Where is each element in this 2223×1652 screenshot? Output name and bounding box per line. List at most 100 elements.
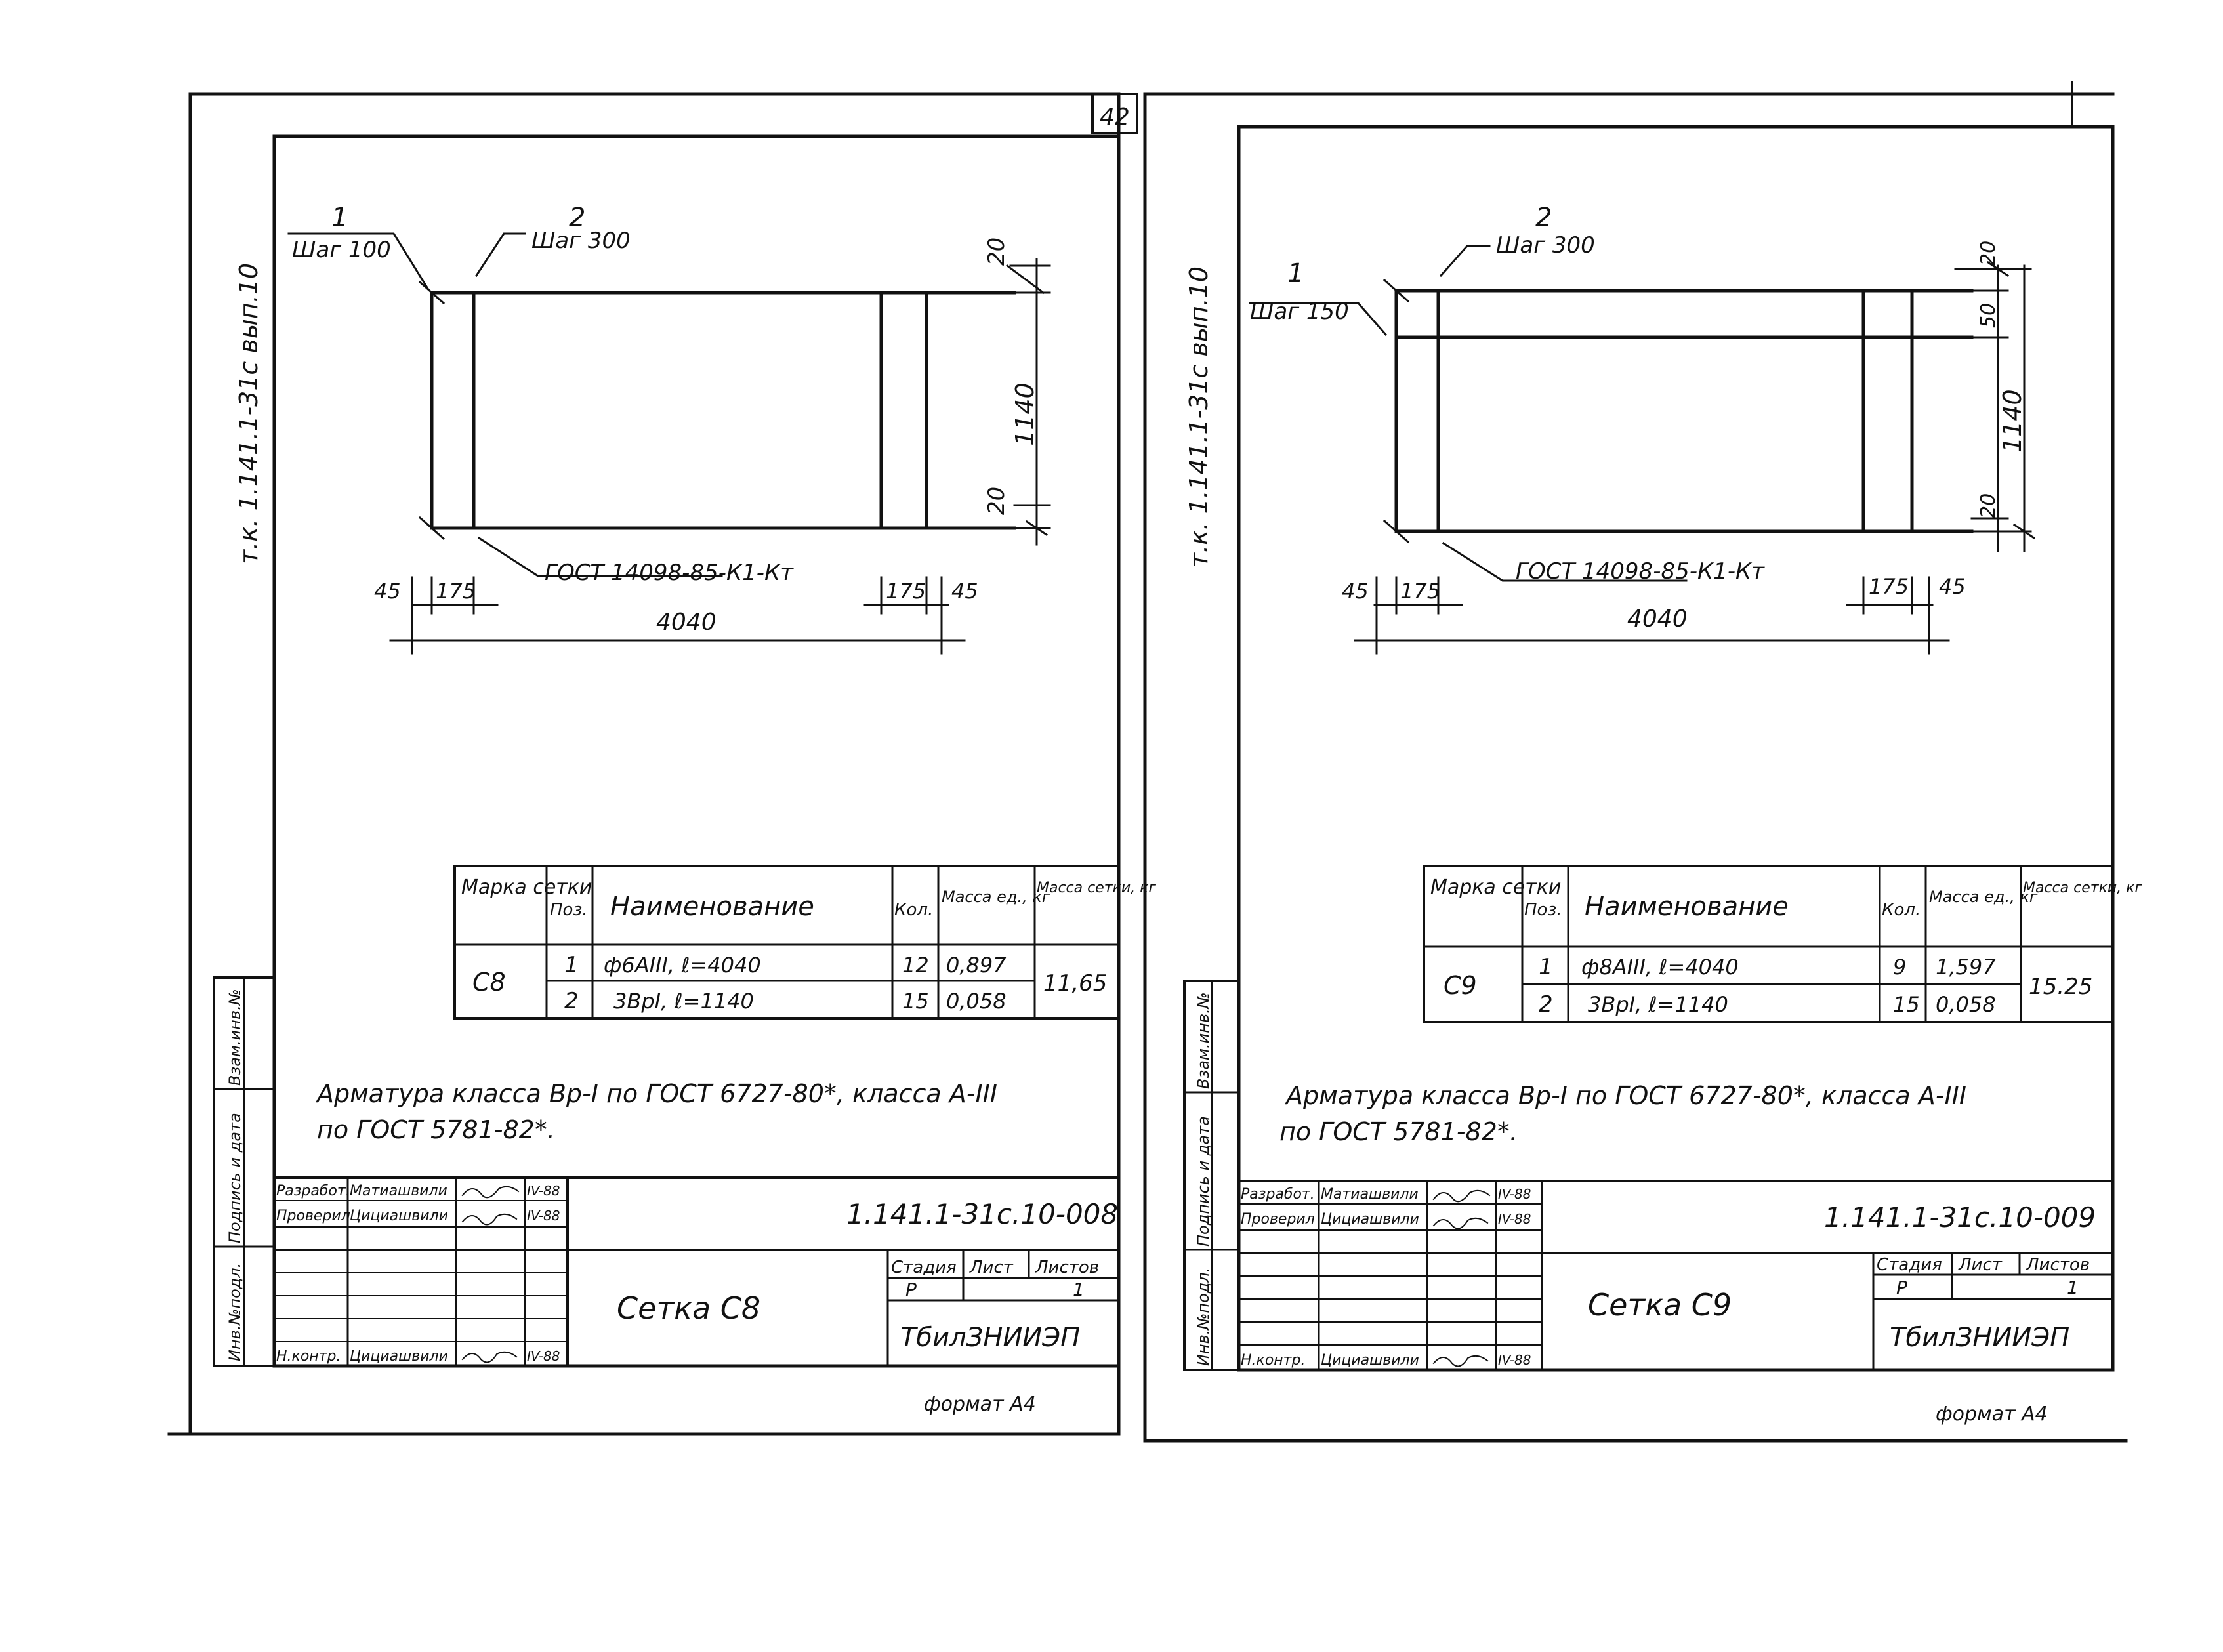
mesh-drawing-c9: [1249, 245, 2036, 655]
title-block: [1237, 1180, 2114, 1371]
dim-height: 1140: [1010, 382, 1039, 446]
callout-1-step: Шаг 100: [292, 237, 391, 263]
role-1: Разработ.: [276, 1183, 350, 1199]
sheets-count: 1: [1073, 1279, 1085, 1300]
cell-pos-1: 1: [564, 952, 579, 978]
th-mark: Марка сетки: [461, 876, 592, 899]
date-1: IV-88: [527, 1183, 560, 1199]
note-line-1: Арматура класса Вр-I по ГОСТ 6727-80*, к…: [1284, 1081, 1966, 1110]
callout-2-number: 2: [1535, 203, 1552, 233]
format-label: формат А4: [924, 1393, 1036, 1416]
sheets-count: 1: [2067, 1277, 2079, 1298]
cell-total-mass: 11,65: [1043, 970, 1107, 997]
callout-1-number: 1: [1287, 258, 1304, 289]
role-3: Н.контр.: [276, 1348, 341, 1365]
outer-frame: [167, 92, 1121, 1436]
side-stamp: [213, 976, 276, 1367]
dim-left-step: 175: [1400, 579, 1440, 604]
cell-qty-1: 9: [1893, 955, 1906, 980]
th-name: Наименование: [1585, 892, 1789, 922]
callout-1-leader: [287, 232, 430, 291]
name-1: Матиашвили: [350, 1183, 447, 1199]
note-line-2: по ГОСТ 5781-82*.: [317, 1115, 555, 1144]
th-mark: Марка сетки: [1430, 876, 1561, 899]
doc-code: 1.141.1-31с.10-009: [1824, 1201, 2096, 1233]
cell-unit-mass-1: 0,897: [946, 953, 1007, 978]
callout-2-step: Шаг 300: [531, 228, 631, 254]
cell-name-2: 3ВрI, ℓ=1140: [613, 989, 754, 1014]
name-3: Цициашвили: [1321, 1352, 1419, 1369]
dim-top-right: 20: [1977, 241, 2000, 266]
mesh-drawing-c8: [287, 232, 1051, 655]
page-number-box: [1091, 93, 1138, 134]
cell-qty-1: 12: [902, 953, 929, 978]
cell-pos-2: 2: [564, 988, 579, 1014]
th-unit-mass: Масса ед., кг: [942, 888, 1050, 906]
cell-name-1: ф8АIII, ℓ=4040: [1581, 955, 1739, 980]
sheet-header: Лист: [969, 1258, 1014, 1277]
th-name: Наименование: [610, 892, 814, 922]
role-2: Проверил: [1241, 1211, 1315, 1228]
note-line-1: Арматура класса Вр-I по ГОСТ 6727-80*, к…: [315, 1079, 997, 1108]
stage-header: Стадия: [891, 1258, 957, 1277]
stage-header: Стадия: [1877, 1255, 1942, 1275]
role-1: Разработ.: [1241, 1186, 1315, 1203]
gost-leader: [477, 536, 723, 577]
dim-length: 4040: [1627, 606, 1688, 632]
series-label: т.к. 1.141.1-31с вып.10: [1184, 266, 1213, 568]
date-2: IV-88: [527, 1208, 560, 1224]
side-label-inv: Инв.№подл.: [226, 1263, 244, 1361]
th-qty: Кол.: [1882, 900, 1921, 920]
dim-left-step: 175: [436, 579, 476, 604]
date-3: IV-88: [1498, 1352, 1531, 1368]
dim-bottom-right: 20: [984, 487, 1010, 515]
date-2: IV-88: [1498, 1211, 1531, 1227]
spec-table: [1423, 865, 2114, 1023]
page-number: 42: [1100, 104, 1130, 131]
cell-mark: С9: [1444, 971, 1477, 1000]
name-1: Матиашвили: [1321, 1186, 1419, 1203]
callout-1-number: 1: [331, 203, 348, 233]
side-label-sign: Подпись и дата: [1194, 1116, 1213, 1247]
organization: ТбилЗНИИЭП: [900, 1323, 1080, 1353]
dim-right-step: 175: [1869, 574, 1909, 599]
th-pos: Поз.: [1524, 900, 1562, 920]
dim-left-edge: 45: [374, 579, 401, 604]
stage-value: Р: [1896, 1277, 1907, 1298]
callout-1-leader: [1249, 302, 1388, 337]
dim-right-step: 175: [886, 579, 926, 604]
note-line-2: по ГОСТ 5781-82*.: [1279, 1117, 1518, 1146]
name-2: Цициашвили: [350, 1208, 448, 1224]
gost-leader: [1442, 541, 1688, 582]
date-3: IV-88: [527, 1348, 560, 1364]
cell-total-mass: 15.25: [2029, 974, 2092, 1000]
sheet-title: Сетка С9: [1588, 1287, 1732, 1323]
dim-top-right: 20: [984, 237, 1010, 266]
side-label-inv: Инв.№подл.: [1194, 1268, 1213, 1366]
role-2: Проверил: [276, 1208, 350, 1224]
inner-frame: [1237, 125, 2115, 1372]
th-total-mass: Масса сетки, кг: [2023, 880, 2142, 896]
th-unit-mass: Масса ед., кг: [1929, 888, 2038, 906]
cell-qty-2: 15: [902, 989, 929, 1014]
title-block: [273, 1176, 1120, 1367]
cell-pos-1: 1: [1539, 954, 1553, 980]
side-label-replace: Взам.инв.№: [226, 989, 244, 1086]
sheets-header: Листов: [1035, 1258, 1099, 1277]
side-stamp: [1183, 980, 1240, 1371]
dim-length: 4040: [656, 609, 717, 636]
gost-label: ГОСТ 14098-85-К1-Кт: [545, 560, 794, 586]
cell-qty-2: 15: [1893, 992, 1920, 1017]
organization: ТбилЗНИИЭП: [1890, 1323, 2069, 1353]
name-3: Цициашвили: [350, 1348, 448, 1365]
name-2: Цициашвили: [1321, 1211, 1419, 1228]
sheet-header: Лист: [1958, 1255, 2003, 1275]
dim-mid-right: 50: [1977, 303, 2000, 328]
dim-right-edge: 45: [1939, 574, 1966, 599]
cell-name-1: ф6АIII, ℓ=4040: [604, 953, 761, 978]
sheet-title: Сетка С8: [617, 1291, 760, 1326]
th-qty: Кол.: [894, 900, 933, 920]
sheets-header: Листов: [2026, 1255, 2090, 1275]
cell-pos-2: 2: [1539, 991, 1553, 1018]
dim-bottom-right: 20: [1977, 493, 2000, 518]
